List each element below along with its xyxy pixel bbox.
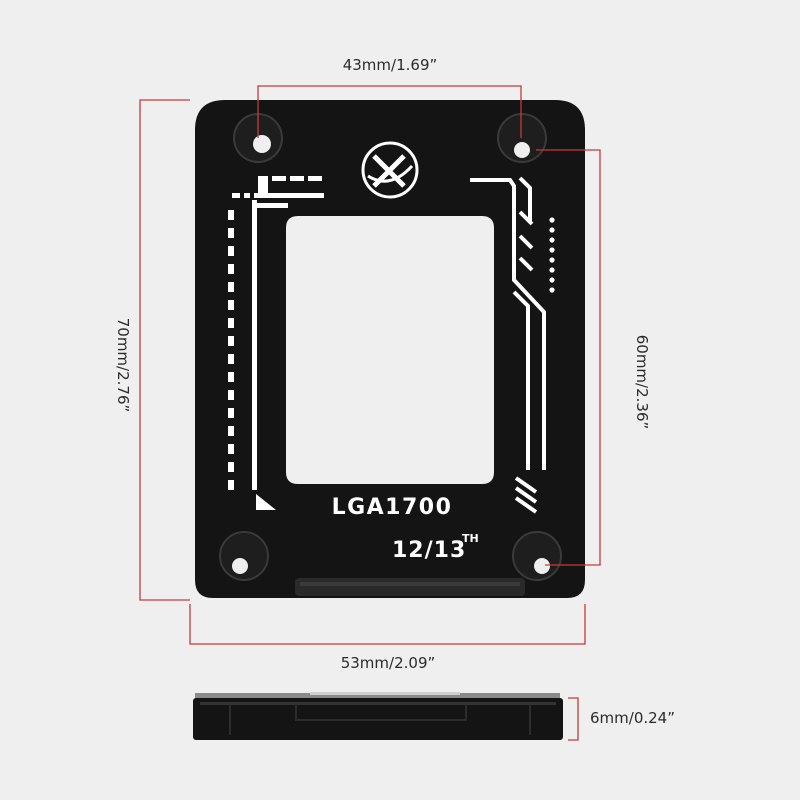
dim-label-hole-spacing-vertical: 60mm/2.36”	[633, 335, 651, 430]
dim-line-thickness	[568, 697, 579, 741]
generation-label: 12/13	[392, 538, 466, 563]
brand-logo-icon	[361, 141, 419, 199]
mounting-hole-bottom-right	[512, 531, 562, 581]
contact-frame-top-view: LGA1700 12/13 TH	[195, 100, 585, 598]
dimension-lines	[139, 85, 601, 741]
right-dot-column	[549, 217, 555, 293]
side-view-groove	[229, 705, 531, 735]
plate-bottom-lip	[295, 578, 525, 596]
right-circuit-print	[470, 176, 546, 514]
dim-line-width	[189, 604, 586, 645]
dim-label-hole-spacing: 43mm/1.69”	[343, 56, 438, 74]
side-view-print-strip	[310, 692, 460, 695]
side-view-top-edge	[195, 693, 560, 699]
contact-frame-side-view	[193, 692, 563, 740]
mounting-hole-bottom-left	[219, 531, 269, 581]
dim-line-hole-spacing-vertical	[536, 149, 601, 566]
mounting-hole-top-right	[497, 113, 547, 163]
dim-label-width: 53mm/2.09”	[341, 654, 436, 672]
generation-suffix: TH	[462, 532, 479, 545]
side-view-highlight	[200, 702, 556, 705]
dim-label-height: 70mm/2.76”	[114, 318, 132, 413]
dim-line-hole-spacing	[257, 85, 522, 138]
model-label: LGA1700	[332, 495, 453, 520]
plate-bottom-lip-highlight	[300, 582, 520, 586]
dim-label-thickness: 6mm/0.24”	[590, 709, 675, 727]
left-circuit-print	[228, 176, 324, 510]
dim-line-height	[139, 99, 190, 601]
